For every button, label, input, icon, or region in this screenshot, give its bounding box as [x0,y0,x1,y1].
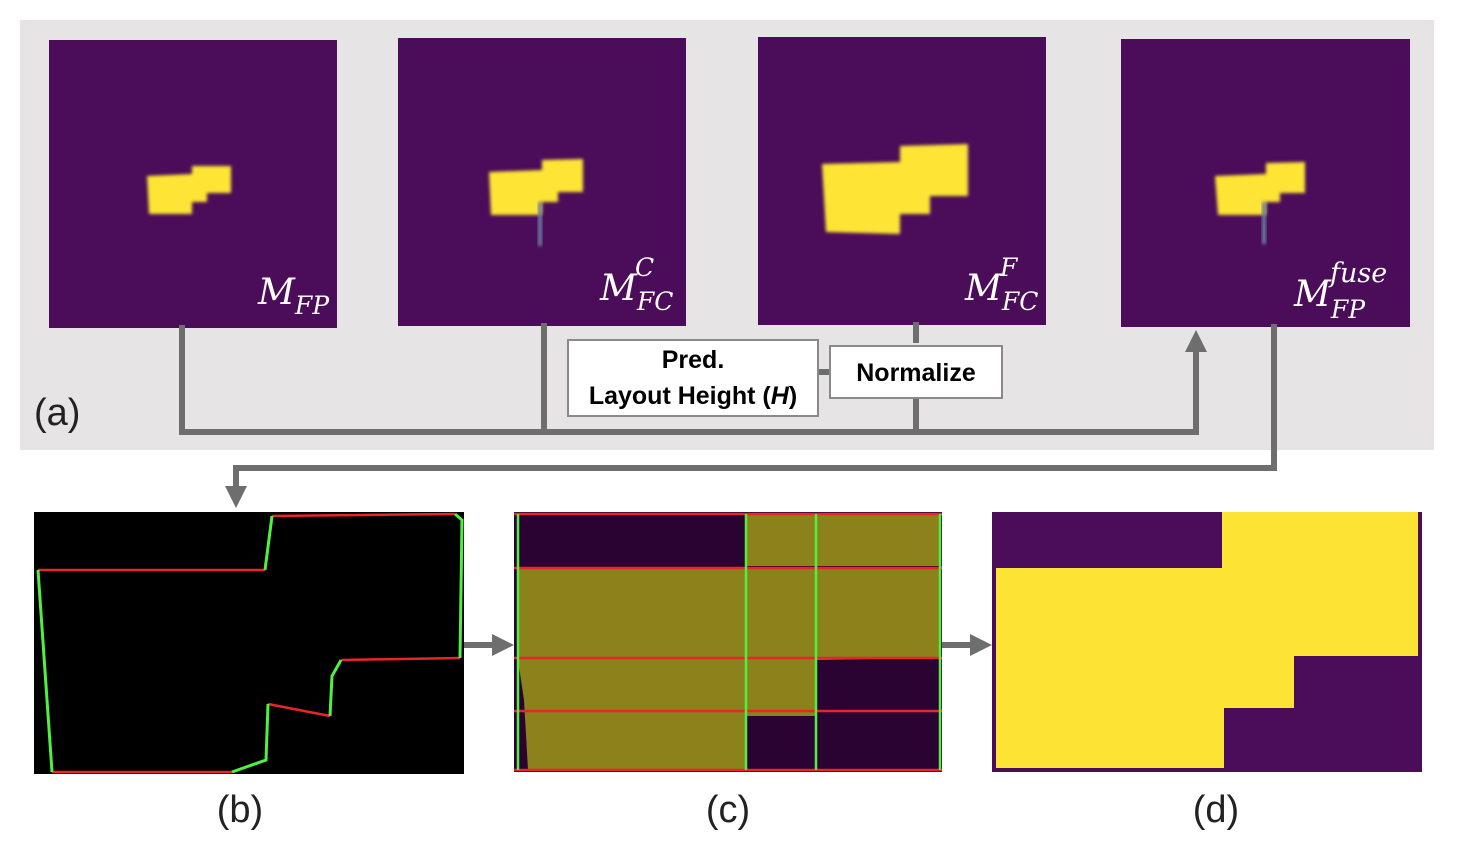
panel-b-boundaries [34,512,464,774]
layout-height-variable: H [771,382,790,410]
map1-symbol: M [257,272,296,313]
arrow-head-c-to-d [970,634,992,656]
map-m-fp: MFP [49,40,337,328]
label-b: (b) [217,789,263,831]
map3-superscript: F [999,253,1019,282]
map-m-fp-fuse: MFP fuse [1121,39,1410,327]
svg-text:MFP: MFP [257,272,330,320]
label-a: (a) [34,392,80,434]
map2-superscript: C [635,253,654,282]
map2-symbol: M [599,268,638,309]
label-d: (d) [1193,789,1239,831]
map2-subscript: FC [636,287,673,316]
connector-lines [179,322,1277,491]
map4-symbol: M [1293,274,1332,315]
layout-height-close: ) [789,382,797,410]
layout-height-box: Pred. Layout Height (H) [567,339,819,417]
arrow-head-to-b [225,486,247,508]
svg-text:Layout Height (H): Layout Height (H) [589,382,797,410]
panel-c-grid [514,512,942,772]
map3-subscript: FC [1001,287,1038,316]
layout-height-line1: Pred. [662,346,725,374]
panel-d-layout [992,512,1422,772]
normalize-box: Normalize [829,345,1003,399]
map-m-fc-f: MFC F [758,37,1046,325]
map4-superscript: fuse [1328,258,1387,289]
map4-subscript: FP [1330,295,1366,324]
svg-text:MFC: MFC [964,268,1038,316]
svg-text:MFC: MFC [599,268,673,316]
svg-text:MFP: MFP [1293,274,1366,324]
layout-height-line2: Layout Height ( [589,382,772,410]
map-m-fc-c: MFC C [398,38,686,326]
map3-symbol: M [964,268,1003,309]
label-c: (c) [706,789,750,831]
map1-subscript: FP [294,291,330,320]
arrow-head-b-to-c [492,634,514,656]
normalize-label: Normalize [856,359,976,387]
arrow-head-to-fuse [1185,330,1207,352]
